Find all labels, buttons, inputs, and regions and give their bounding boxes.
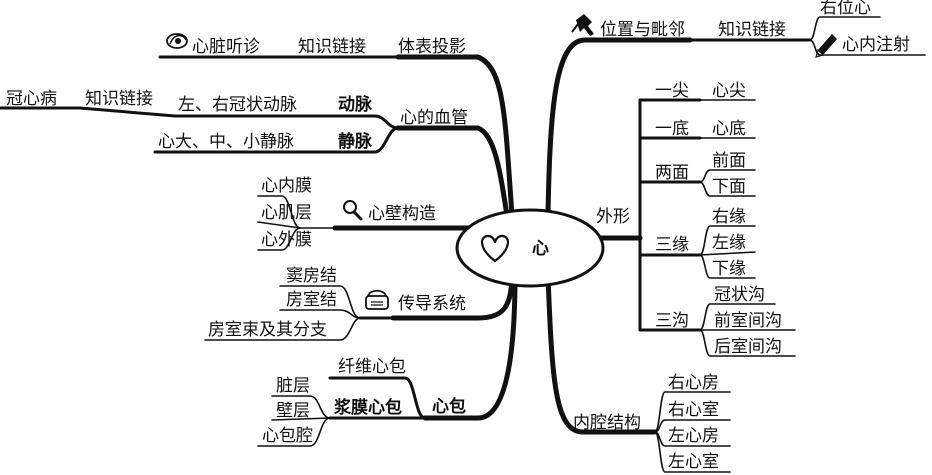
wall-item: 心外膜 — [261, 230, 312, 250]
serous-pericardium: 浆膜心包 — [334, 397, 402, 418]
cavity-item: 右心房 — [668, 373, 719, 393]
vein-label: 静脉 — [338, 131, 373, 152]
conduction-item: 房室结 — [286, 290, 337, 310]
phone-icon — [365, 289, 389, 310]
surface-leaf: 心脏听诊 — [192, 37, 260, 57]
pericardium-label: 心包 — [432, 396, 466, 417]
shape-label: 外形 — [596, 207, 630, 227]
shape-item: 前面 — [712, 151, 746, 171]
position-item: 右位心 — [820, 0, 871, 18]
conduction-label: 传导系统 — [398, 294, 466, 314]
branch-pericardium — [422, 273, 518, 421]
shape-item: 后室间沟 — [714, 337, 782, 357]
pencil-icon — [815, 34, 837, 58]
branch-cavity — [545, 273, 658, 435]
surface-label: 体表投影 — [398, 37, 466, 57]
shape-group-label: 一尖 — [655, 81, 689, 101]
fibrous-pericardium: 纤维心包 — [338, 357, 406, 377]
shape-group-label: 两面 — [655, 163, 689, 183]
wall-item: 心肌层 — [261, 203, 312, 223]
shape-item: 右缘 — [712, 207, 746, 227]
serous-item: 心包腔 — [262, 426, 313, 446]
branch-vessels — [395, 125, 511, 225]
branch-surface — [395, 54, 515, 218]
shape-item: 下缘 — [712, 259, 746, 279]
magnifier-icon — [343, 200, 363, 221]
branch-position — [545, 37, 693, 217]
cavity-label: 内腔结构 — [573, 413, 641, 433]
conduction-item: 窦房结 — [286, 266, 337, 286]
pin-icon — [571, 14, 594, 36]
shape-item: 左缘 — [712, 233, 746, 253]
cavity-item: 左心房 — [668, 426, 719, 446]
artery-link: 知识链接 — [85, 89, 153, 109]
surface-link: 知识链接 — [298, 37, 366, 57]
stethoscope-icon — [166, 33, 188, 49]
center-node — [455, 208, 605, 288]
serous-item: 壁层 — [276, 401, 310, 421]
wall-label: 心壁构造 — [368, 204, 436, 224]
shape-group-label: 三缘 — [655, 235, 689, 255]
shape-item: 心底 — [712, 119, 746, 139]
position-link: 知识链接 — [718, 20, 786, 40]
position-item: 心内注射 — [842, 35, 910, 55]
shape-item: 心尖 — [712, 81, 746, 101]
cavity-item: 左心室 — [668, 452, 719, 472]
artery-detail: 左、右冠状动脉 — [178, 95, 297, 115]
conduction-item: 房室束及其分支 — [208, 320, 327, 340]
position-label: 位置与毗邻 — [600, 20, 685, 40]
cavity-item: 右心室 — [668, 400, 719, 420]
artery-leaf: 冠心病 — [6, 89, 57, 109]
shape-item: 前室间沟 — [714, 311, 782, 331]
serous-item: 脏层 — [276, 376, 310, 396]
vein-detail: 心大、中、小静脉 — [158, 132, 294, 152]
heart-icon — [481, 234, 509, 263]
shape-item: 下面 — [712, 177, 746, 197]
wall-item: 心内膜 — [261, 176, 312, 196]
artery-label: 动脉 — [338, 94, 373, 115]
shape-group-label: 一底 — [655, 119, 689, 139]
center-label: 心 — [532, 239, 549, 259]
shape-group-label: 三沟 — [655, 311, 689, 331]
shape-item: 冠状沟 — [714, 285, 765, 305]
vessels-label: 心的血管 — [400, 108, 468, 128]
